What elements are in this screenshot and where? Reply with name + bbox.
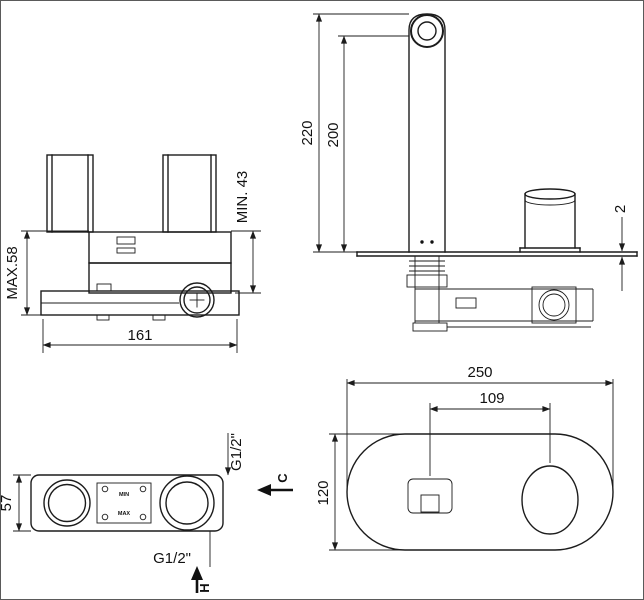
body-marking-max: MAX xyxy=(118,511,131,517)
dim-centers-spacing: 109 xyxy=(479,390,504,407)
cold-inlet-arrow xyxy=(257,484,293,496)
body-marking-min: MIN xyxy=(119,492,129,498)
dim-plate-thickness: 2 xyxy=(612,205,629,213)
top-view-body-outline xyxy=(30,474,224,532)
front-view-body-outline xyxy=(40,154,240,316)
plate-view-dimension-lines xyxy=(329,379,614,551)
front-view-dimension-lines xyxy=(21,230,261,353)
thread-top-label: G1/2" xyxy=(228,433,245,471)
dim-plate-width: 250 xyxy=(467,364,492,381)
dim-min-depth: MIN. 43 xyxy=(234,171,251,224)
front-view-body-details xyxy=(41,236,179,321)
dim-plate-height: 120 xyxy=(315,480,332,505)
front-view: MAX.58 MIN. 43 161 xyxy=(4,154,261,353)
top-view-dimension-lines xyxy=(13,433,232,567)
hot-label: H xyxy=(197,583,212,592)
dim-max-depth: MAX.58 xyxy=(4,246,21,299)
hot-inlet-arrow xyxy=(191,566,203,593)
dim-body-width: 161 xyxy=(127,327,152,344)
side-view-dimension-lines xyxy=(313,13,626,291)
dim-total-height: 220 xyxy=(299,120,316,145)
front-view-cartridge xyxy=(179,282,215,318)
side-view-wall-plate xyxy=(356,251,638,257)
spout-outlet-ring xyxy=(410,14,444,48)
cold-label: C xyxy=(275,473,290,483)
side-view: 220 200 2 xyxy=(299,13,638,332)
side-view-handle xyxy=(519,188,581,253)
side-view-spout xyxy=(408,13,446,253)
thread-bottom-label: G1/2" xyxy=(153,550,191,567)
handle-opening xyxy=(521,465,579,535)
dim-spout-height: 200 xyxy=(325,122,342,147)
trim-plate-outline xyxy=(346,433,614,551)
top-view-center-block xyxy=(96,482,152,524)
side-view-concealed-body xyxy=(406,256,594,332)
spout-escutcheon xyxy=(407,478,453,514)
dim-body-depth: 57 xyxy=(1,495,15,512)
top-view: MIN MAX G1/2" G1/2" C H 57 xyxy=(1,433,293,593)
plate-view: 250 109 120 xyxy=(315,364,614,551)
